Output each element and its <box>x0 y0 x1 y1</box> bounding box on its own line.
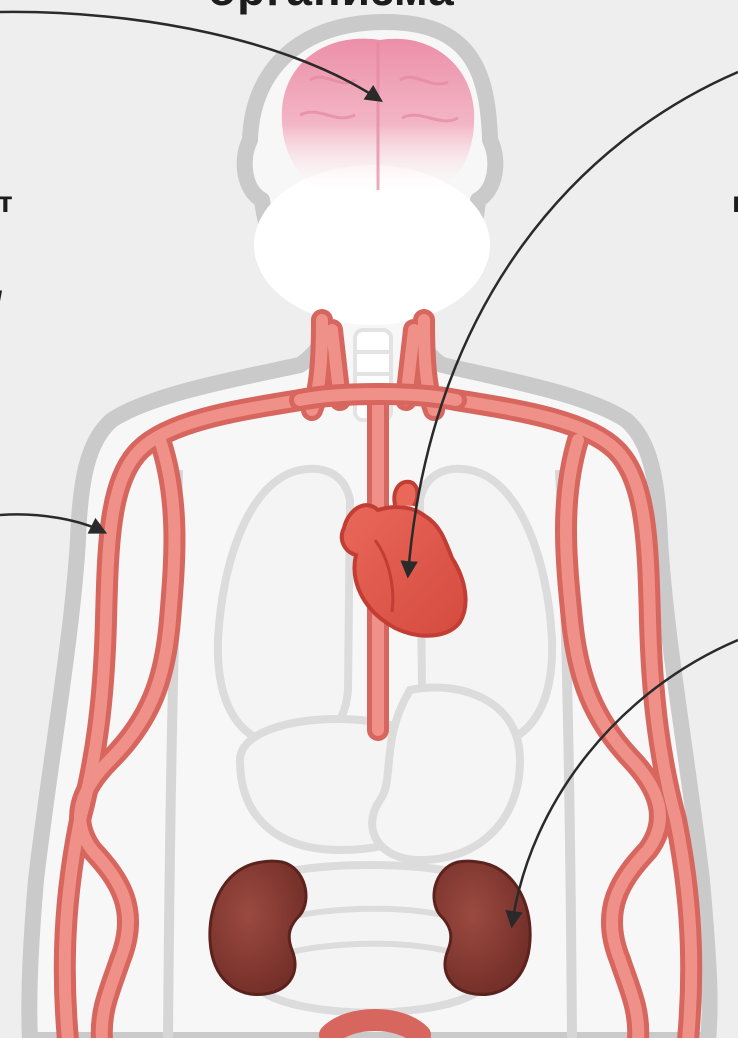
brain <box>282 39 474 195</box>
